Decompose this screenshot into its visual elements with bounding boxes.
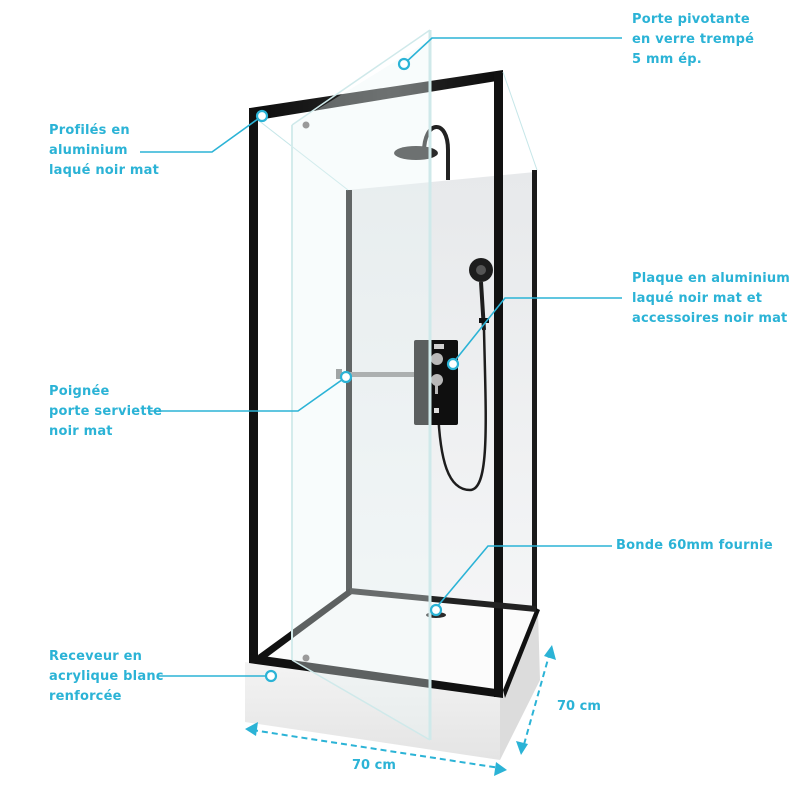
callout-line: aluminium: [49, 143, 128, 158]
plate-marker-icon: [446, 357, 460, 371]
callout-line: renforcée: [49, 689, 122, 704]
callout-dots: [255, 57, 460, 683]
mixer-plate: [414, 340, 458, 425]
callout-line: laqué noir mat et: [632, 291, 763, 306]
callout-line: Poignée: [49, 384, 110, 399]
callout-tray-label: Receveur en acrylique blanc renforcée: [49, 647, 164, 707]
callout-plate-label: Plaque en aluminium laqué noir mat et ac…: [632, 269, 790, 329]
callout-line: accessoires noir mat: [632, 311, 788, 326]
depth-dimension-label: 70 cm: [557, 699, 601, 714]
callout-line: 5 mm ép.: [632, 52, 702, 67]
pivot-door-glass: [291, 29, 432, 741]
glass-side-panel: [257, 71, 538, 191]
towel-bar-handle: [336, 369, 414, 379]
handle-marker-icon: [339, 370, 353, 384]
callout-door-label: Porte pivotante en verre trempé 5 mm ép.: [632, 10, 754, 70]
shower-tray: [245, 592, 540, 760]
callout-line: noir mat: [49, 424, 113, 439]
depth-arrow-bottom-icon: [516, 741, 528, 755]
door-marker-icon: [397, 57, 411, 71]
callout-line: Plaque en aluminium: [632, 271, 791, 286]
width-arrow-left-icon: [245, 722, 258, 736]
rain-shower-head: [394, 125, 450, 180]
width-dimension-label: 70 cm: [352, 758, 396, 773]
depth-dimension-arrow: [522, 651, 551, 749]
bottom-hinge-icon: [302, 654, 310, 662]
callout-line: Bonde 60mm fournie: [616, 538, 773, 553]
top-hinge-icon: [302, 121, 310, 129]
callout-line: Receveur en: [49, 649, 143, 664]
front-frame: [249, 70, 540, 698]
callout-line: en verre trempé: [632, 32, 755, 47]
width-arrow-right-icon: [494, 762, 507, 776]
callout-handle-label: Poignée porte serviette noir mat: [49, 382, 162, 442]
drain-marker-icon: [429, 603, 443, 617]
callout-line: laqué noir mat: [49, 163, 160, 178]
callout-drain-label: Bonde 60mm fournie: [616, 536, 773, 556]
hand-shower: [436, 258, 493, 492]
callout-lines: [140, 37, 622, 677]
callout-line: Porte pivotante: [632, 12, 750, 27]
width-dimension-arrow: [251, 729, 501, 769]
depth-arrow-top-icon: [544, 645, 556, 660]
callout-line: porte serviette: [49, 404, 163, 419]
callout-line: Profilés en: [49, 123, 130, 138]
tray-marker-icon: [264, 669, 278, 683]
profiles-marker-icon: [255, 109, 269, 123]
callout-line: acrylique blanc: [49, 669, 164, 684]
callout-profiles-label: Profilés en aluminium laqué noir mat: [49, 121, 159, 181]
